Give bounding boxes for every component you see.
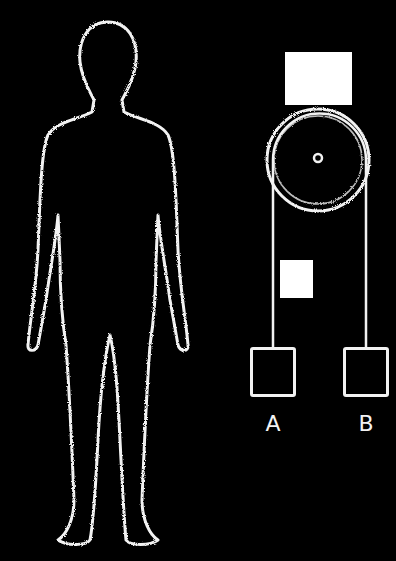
weight-square <box>343 347 389 397</box>
weight-label: B <box>337 413 395 435</box>
pulley-axle <box>314 154 322 162</box>
weight-box: B <box>337 347 395 435</box>
weight-square <box>250 347 296 397</box>
pulley-wheel <box>267 109 369 211</box>
blank-label-rope <box>280 260 313 298</box>
weight-label: A <box>244 413 302 435</box>
pulley-groove <box>274 116 362 204</box>
weight-box: A <box>244 347 302 435</box>
pulley-rope <box>273 114 366 348</box>
blank-label-top <box>285 52 352 105</box>
human-figure <box>28 22 188 545</box>
